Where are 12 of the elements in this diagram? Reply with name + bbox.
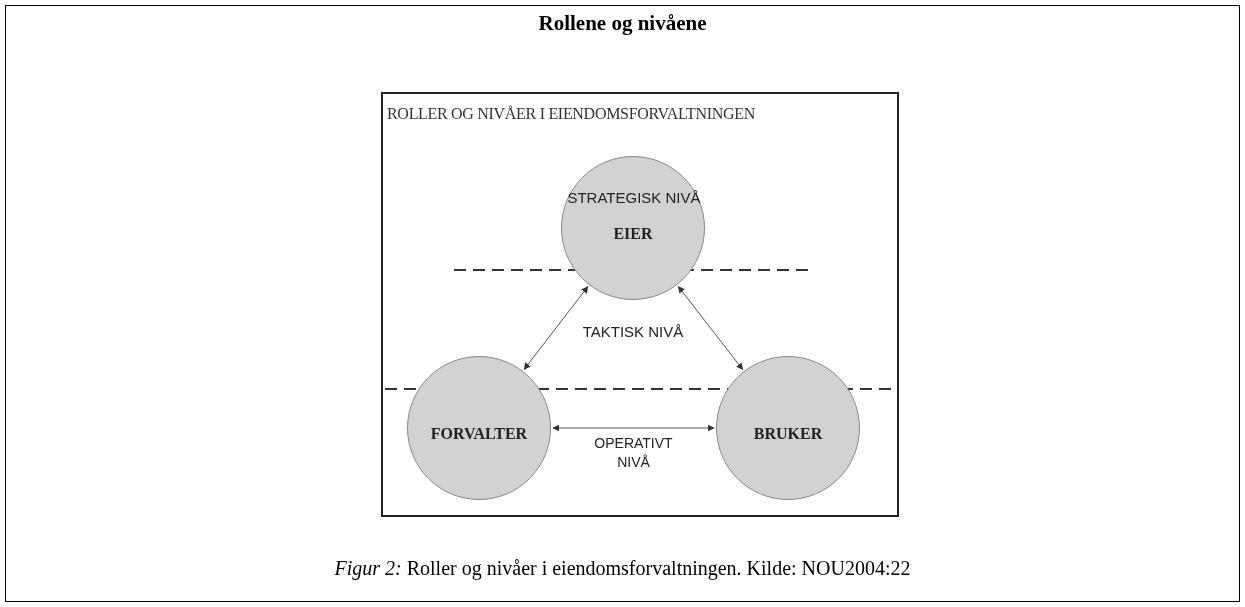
role-name: BRUKER [753,424,823,444]
connector-arrow [552,424,715,432]
figure-heading: ROLLER OG NIVÅER I EIENDOMSFORVALTNINGEN [387,104,756,124]
connector-arrow [523,286,589,370]
figure-box [381,92,899,517]
connector-arrow [677,285,744,371]
level-label: TAKTISK NIVÅ [582,321,684,342]
role-name: EIER [613,224,653,244]
level-label: STRATEGISK NIVÅ [567,187,701,208]
caption: Figur 2: Roller og nivåer i eiendomsforvaltningen. Kilde: NOU2004:22 [333,556,912,582]
title: Rollene og nivåene [537,10,708,37]
role-name: FORVALTER [430,424,528,444]
